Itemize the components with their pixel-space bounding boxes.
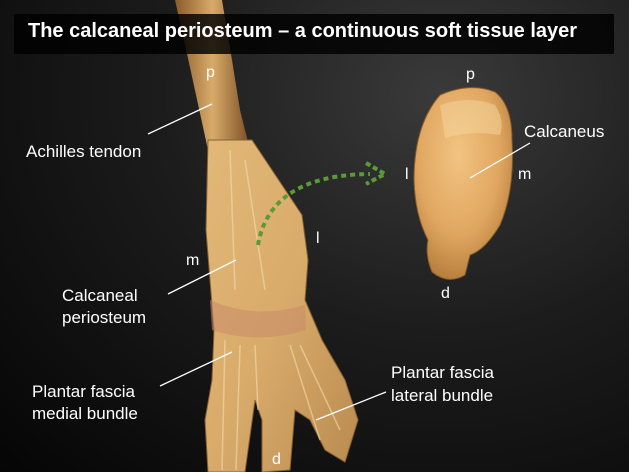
transfer-arrow [256, 172, 371, 246]
periosteum-band-shape [210, 300, 306, 338]
label-achilles-tendon: Achilles tendon [26, 142, 142, 161]
dir-bone-medial: m [518, 166, 532, 183]
lateral-pointer [315, 391, 387, 421]
dir-specimen-medial: m [186, 252, 200, 269]
calcaneus-pointer [469, 142, 531, 179]
label-plantar-lateral-line1: Plantar fascia [391, 363, 494, 382]
dir-bone-lateral: l [405, 166, 409, 183]
title-bar [14, 14, 614, 54]
calcaneus-bone-highlight [440, 100, 502, 138]
periosteum-specimen-shape [204, 139, 359, 472]
dir-specimen-lateral: l [316, 230, 320, 247]
periosteum-pointer [167, 259, 237, 295]
label-plantar-lateral-line2: lateral bundle [391, 386, 494, 405]
pointer-lines [147, 103, 531, 421]
dir-specimen-proximal: p [206, 64, 215, 81]
label-plantar-medial-line2: medial bundle [32, 404, 138, 423]
calcaneus-bone-shape [413, 87, 513, 280]
label-plantar-medial-line1: Plantar fascia [32, 382, 135, 401]
page-title: The calcaneal periosteum – a continuous … [28, 20, 578, 42]
fascia-fibers [221, 149, 341, 471]
achilles-pointer [147, 103, 213, 135]
dir-specimen-distal: d [272, 451, 281, 468]
label-calcaneal-periosteum-line2: periosteum [62, 308, 147, 327]
medial-pointer [159, 351, 233, 387]
label-calcaneus: Calcaneus [524, 122, 605, 141]
transfer-arrow-head [364, 161, 390, 186]
label-calcaneal-periosteum-line1: Calcaneal [62, 286, 138, 305]
dir-bone-distal: d [441, 285, 450, 302]
dir-bone-proximal: p [466, 66, 475, 83]
